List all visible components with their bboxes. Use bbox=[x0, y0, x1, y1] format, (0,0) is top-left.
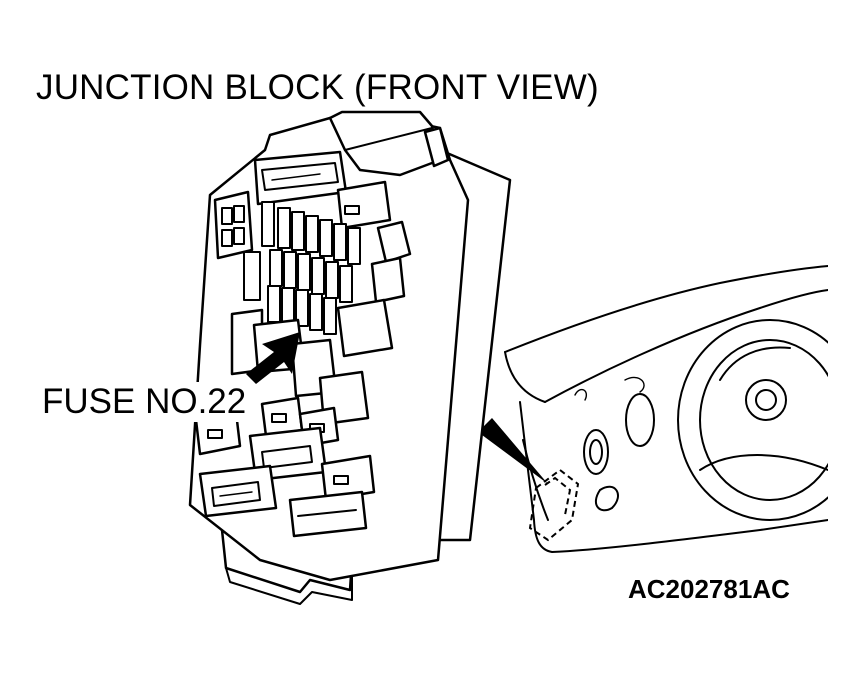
junction-block bbox=[188, 110, 512, 605]
fuse-grid bbox=[243, 201, 361, 335]
fuse-pointer-arrow-icon bbox=[246, 332, 300, 384]
dashboard-locator-view bbox=[504, 250, 865, 570]
figure-code: AC202781AC bbox=[628, 574, 790, 604]
fuse-callout-label: FUSE NO.22 bbox=[42, 382, 249, 422]
diagram-title: JUNCTION BLOCK (FRONT VIEW) bbox=[36, 68, 599, 107]
location-pointer-icon bbox=[478, 418, 548, 484]
